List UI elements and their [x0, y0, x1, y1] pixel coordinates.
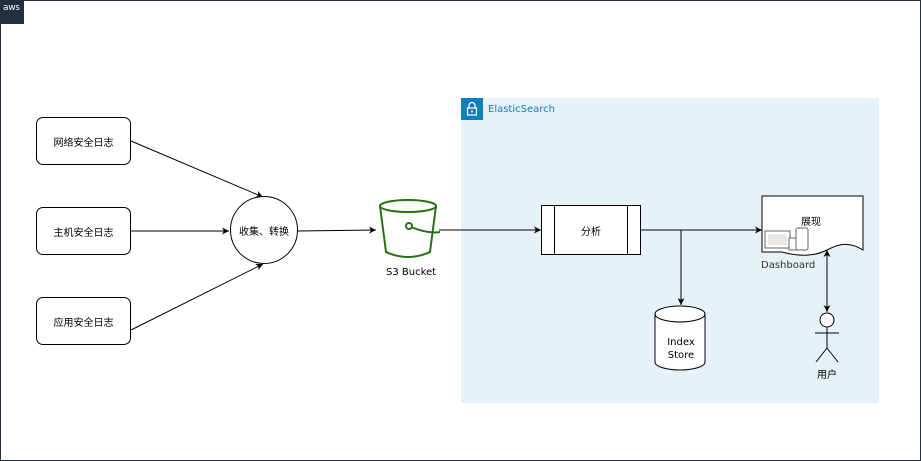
log-source-label: 网络安全日志 [53, 137, 114, 149]
user-person-icon [815, 312, 839, 363]
log-source-label: 主机安全日志 [53, 227, 114, 239]
aws-logo-icon: aws [0, 0, 24, 24]
aws-logo-text: aws [3, 3, 20, 13]
log-source-host: 主机安全日志 [36, 207, 131, 255]
lock-icon [461, 98, 483, 120]
user-label: 用户 [817, 370, 837, 381]
collector-label: 收集、转换 [239, 226, 289, 238]
index-store-line2: Store [667, 350, 695, 361]
s3-bucket-icon [379, 199, 441, 258]
bucket-label: S3 Bucket [386, 267, 437, 278]
edge-network-log-to-collector [130, 140, 264, 198]
dashboard-title: 展现 [801, 217, 821, 228]
elasticsearch-group-title: ElasticSearch [488, 104, 555, 115]
analysis-label: 分析 [581, 226, 601, 238]
log-source-network: 网络安全日志 [36, 117, 131, 165]
index-store-label: Index Store [667, 336, 695, 362]
analysis-process: 分析 [541, 205, 641, 255]
index-store-line1: Index [667, 337, 695, 348]
dashboard-document [761, 195, 864, 256]
edge-app-log-to-collector [130, 263, 264, 331]
index-store-cylinder [654, 305, 706, 371]
log-source-label: 应用安全日志 [53, 317, 114, 329]
dashboard-caption: Dashboard [761, 260, 816, 271]
collector-node: 收集、转换 [230, 196, 298, 264]
edge-collector-to-bucket [297, 226, 377, 234]
log-source-app: 应用安全日志 [36, 297, 131, 345]
